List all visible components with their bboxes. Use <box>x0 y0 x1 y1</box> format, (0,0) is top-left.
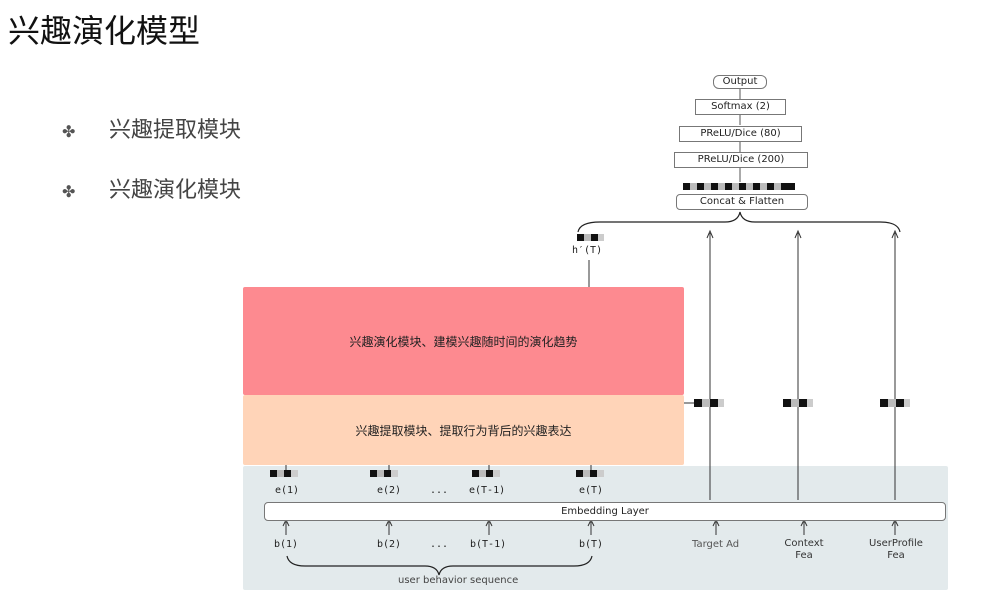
embedding-panel <box>243 466 948 590</box>
bullet-item-extraction: ✤ 兴趣提取模块 <box>62 112 241 144</box>
target-ad-label: Target Ad <box>692 539 740 550</box>
output-box: Output <box>713 75 767 89</box>
interest-extraction-module: 兴趣提取模块、提取行为背后的兴趣表达 <box>243 395 684 465</box>
target-ad-vector-icon <box>694 399 724 407</box>
embedding-label: e(1) <box>275 485 300 496</box>
evolution-label: 兴趣演化模块、建模兴趣随时间的演化趋势 <box>349 334 578 349</box>
concat-vector-icon <box>683 183 795 190</box>
behavior-brace <box>286 555 593 576</box>
h-prime-label: h′(T) <box>572 245 603 256</box>
interest-evolution-module: 兴趣演化模块、建模兴趣随时间的演化趋势 <box>243 287 684 395</box>
behavior-label: b(2) <box>377 539 402 550</box>
arrow-head <box>891 229 899 239</box>
arrow-head <box>706 229 714 239</box>
behavior-label: b(T-1) <box>470 539 507 550</box>
arrow-head <box>794 229 802 239</box>
context-fea-label: Context Fea <box>784 538 824 561</box>
behavior-label: b(1) <box>274 539 299 550</box>
bullet-text: 兴趣提取模块 <box>109 118 242 143</box>
bullet-icon: ✤ <box>62 122 76 141</box>
bullet-text: 兴趣演化模块 <box>109 178 242 203</box>
embedding-ellipsis: ... <box>430 485 449 496</box>
page-title: 兴趣演化模型 <box>8 12 201 50</box>
embedding-label: e(T) <box>579 485 604 496</box>
context-vector-icon <box>783 399 813 407</box>
prelu-80-box: PReLU/Dice (80) <box>679 126 802 142</box>
softmax-box: Softmax (2) <box>695 99 786 115</box>
bullet-item-evolution: ✤ 兴趣演化模块 <box>62 172 241 204</box>
concat-flatten-box: Concat & Flatten <box>676 194 808 210</box>
userprofile-fea-label: UserProfile Fea <box>869 538 923 561</box>
embedding-label: e(T-1) <box>469 485 506 496</box>
embedding-vector-icons <box>270 470 604 477</box>
h-vector-icon <box>577 234 604 241</box>
prelu-200-box: PReLU/Dice (200) <box>674 152 808 168</box>
embedding-label: e(2) <box>377 485 402 496</box>
extraction-label: 兴趣提取模块、提取行为背后的兴趣表达 <box>355 423 572 438</box>
embedding-layer-box: Embedding Layer <box>264 502 946 521</box>
userprofile-vector-icon <box>880 399 910 407</box>
behavior-label: b(T) <box>579 539 604 550</box>
concat-brace <box>577 211 901 233</box>
bullet-icon: ✤ <box>62 182 76 201</box>
behavior-sequence-caption: user behavior sequence <box>398 575 519 586</box>
behavior-ellipsis: ... <box>430 539 449 550</box>
